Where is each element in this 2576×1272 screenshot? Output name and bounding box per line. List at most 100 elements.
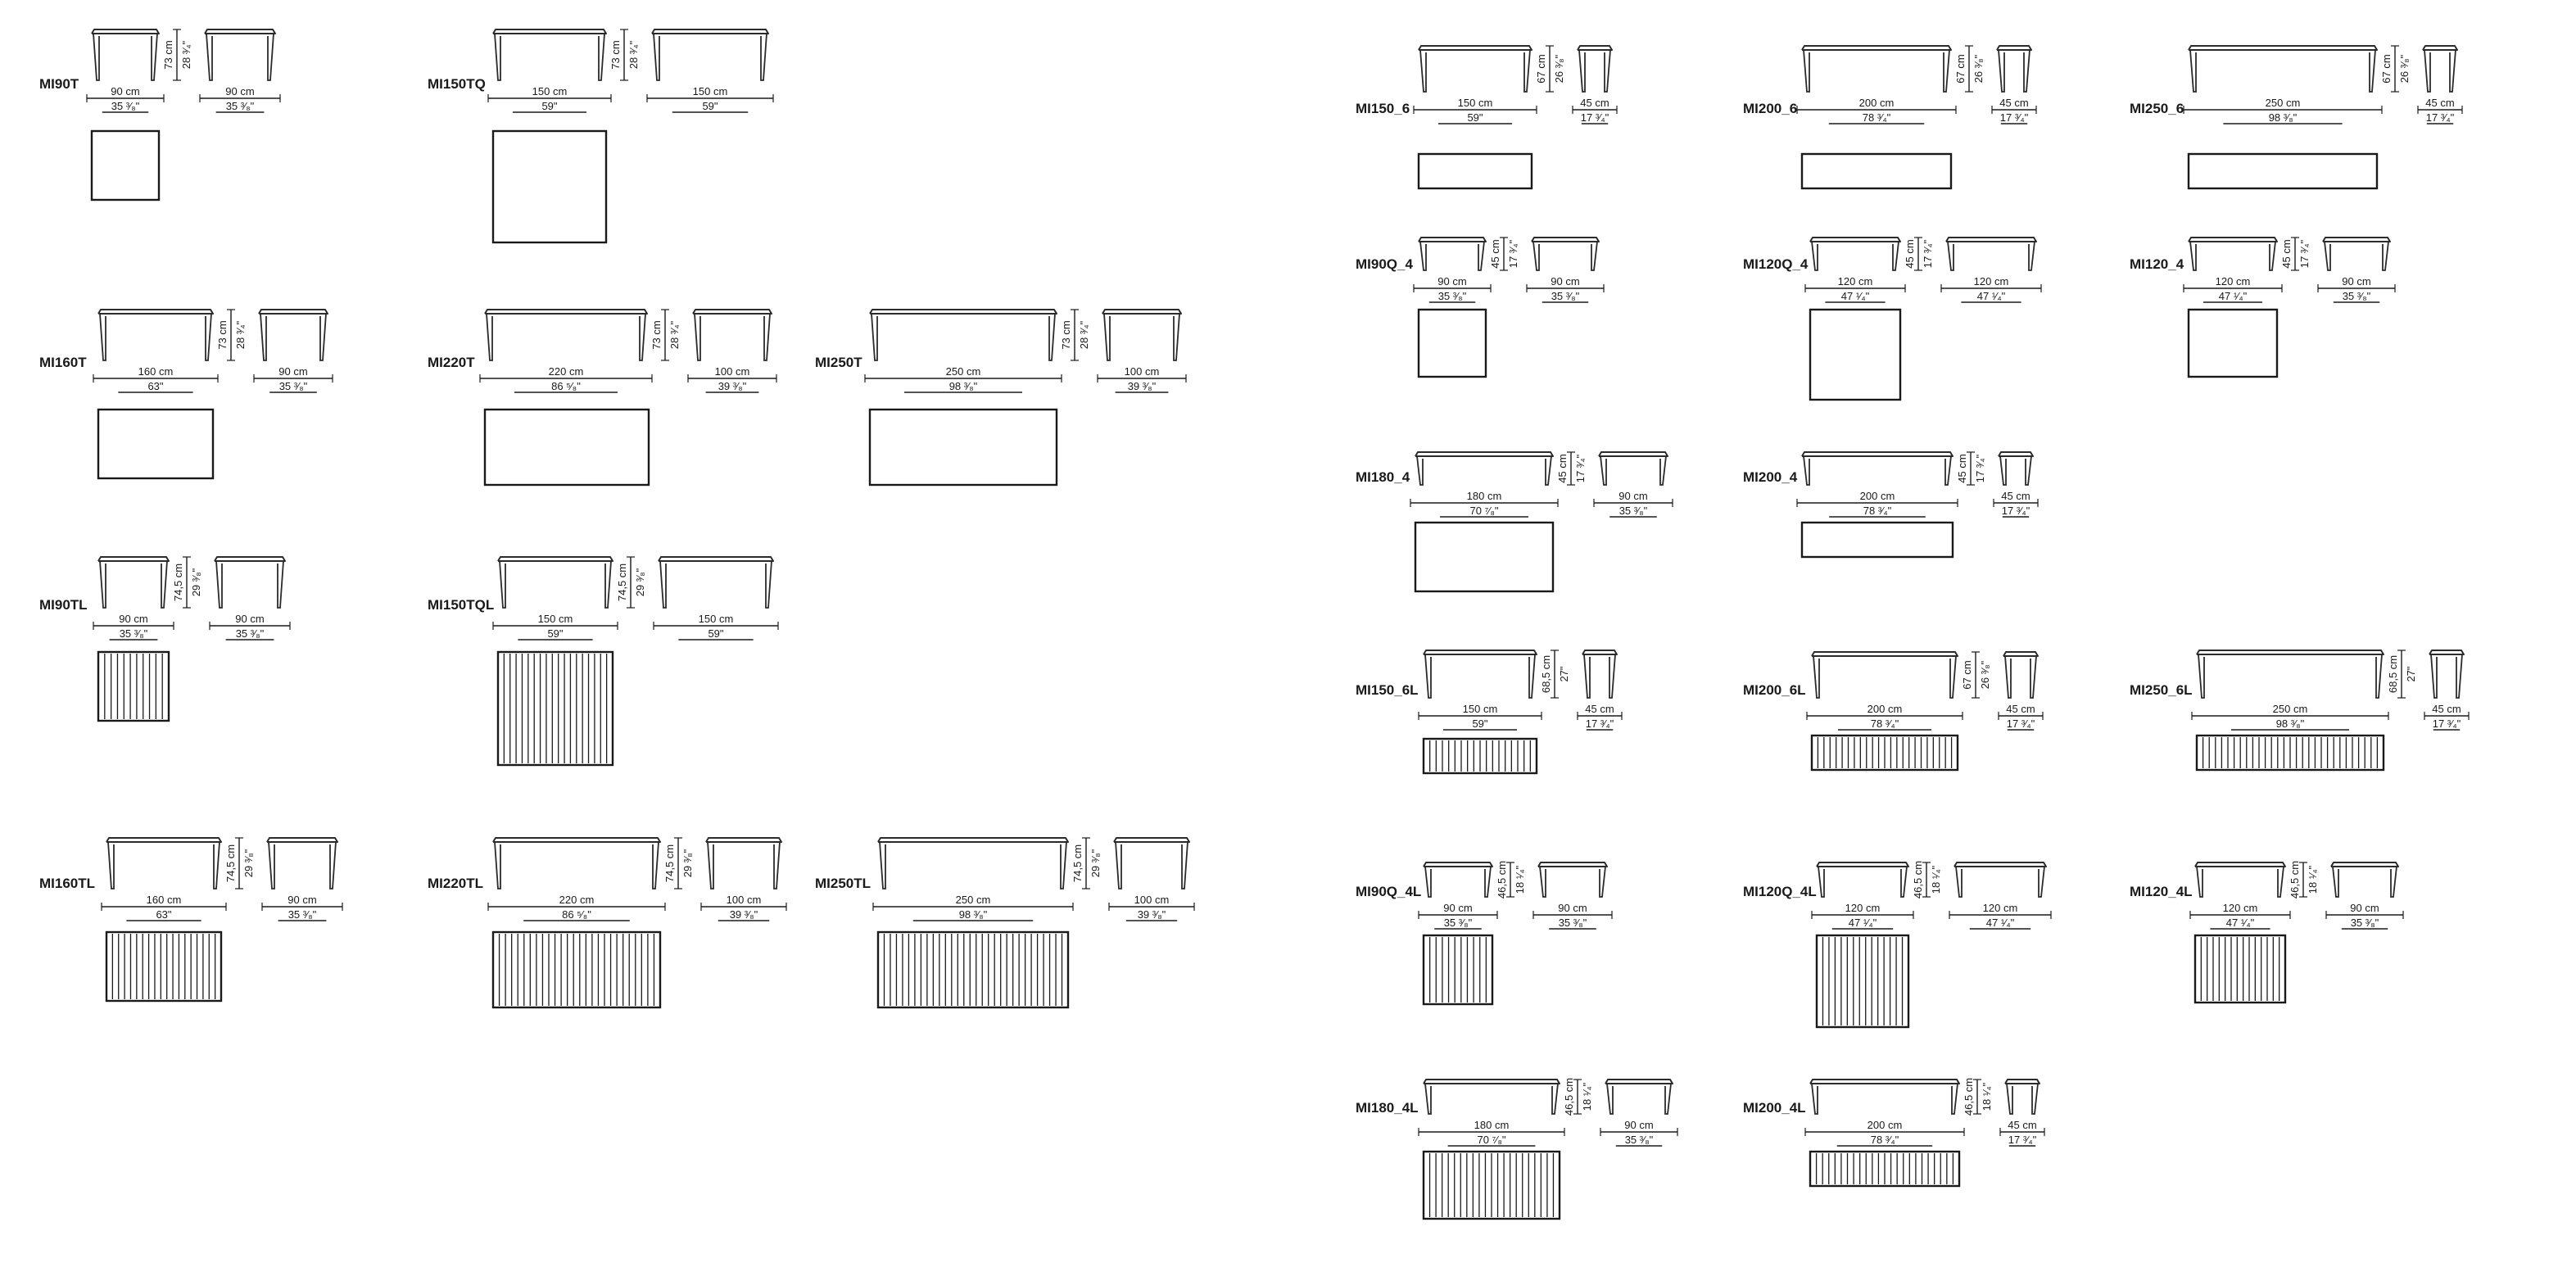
- depth-label: 90 cm: [1551, 275, 1579, 287]
- front-elevation: [2194, 862, 2286, 898]
- height-inch-label: 17 ³⁄₄": [2298, 239, 2311, 268]
- height-label: 45 cm: [1904, 239, 1916, 268]
- front-elevation: [2188, 237, 2278, 271]
- depth-label: 90 cm: [287, 894, 316, 906]
- depth-inch-label: 35 ³⁄₈": [2343, 290, 2371, 302]
- length-label: 120 cm: [2216, 275, 2251, 287]
- slatted-plan-view: [491, 930, 662, 1009]
- table-leg: [319, 313, 327, 361]
- length-inch-label: 78 ³⁄₄": [1871, 717, 1899, 730]
- length-inch-label: 35 ³⁄₈": [1444, 917, 1473, 929]
- length-inch-label: 35 ³⁄₈": [120, 627, 148, 640]
- table-top-edge: [1996, 45, 2032, 51]
- table-top-edge: [214, 556, 286, 562]
- table-leg: [494, 33, 501, 81]
- plan-outline: [105, 930, 223, 1003]
- table-leg: [2424, 49, 2431, 93]
- table-top-edge: [692, 309, 772, 315]
- model-code-label: MI200_4L: [1743, 1100, 1806, 1116]
- length-label: 250 cm: [946, 365, 981, 378]
- model-code-label: MI220TL: [428, 876, 483, 891]
- plan-view: [1809, 308, 1902, 401]
- side-elevation: [1582, 650, 1618, 699]
- length-inch-label: 35 ³⁄₈": [111, 100, 140, 112]
- side-elevation: [1102, 309, 1182, 361]
- height-label: 73 cm: [1060, 320, 1072, 349]
- model-code-label: MI150_6L: [1356, 682, 1419, 698]
- length-inch-label: 70 ⁷⁄₈": [1478, 1134, 1506, 1146]
- plan-outline: [1809, 308, 1902, 401]
- table-leg: [694, 313, 701, 361]
- length-label: 160 cm: [138, 365, 174, 378]
- table-leg: [1478, 241, 1485, 271]
- length-label: 220 cm: [559, 894, 595, 906]
- table-leg: [1528, 654, 1536, 699]
- model-code-label: MI180_4L: [1356, 1100, 1419, 1116]
- table-leg: [1811, 241, 1818, 271]
- table-leg: [267, 33, 274, 81]
- length-label: 180 cm: [1474, 1119, 1510, 1131]
- table-leg: [213, 841, 220, 889]
- side-elevation: [651, 29, 769, 81]
- table-leg: [1419, 241, 1427, 271]
- length-label: 90 cm: [119, 613, 147, 625]
- table-top-edge: [1423, 1079, 1560, 1084]
- model-code-label: MI120Q_4: [1743, 256, 1809, 272]
- length-inch-label: 59": [1472, 717, 1487, 730]
- plan-view: [1800, 521, 1954, 559]
- depth-label: 90 cm: [235, 613, 264, 625]
- slatted-plan-view: [876, 930, 1070, 1009]
- height-label: 74,5 cm: [172, 564, 184, 601]
- side-elevation: [1996, 45, 2032, 93]
- table-leg: [1900, 866, 1908, 898]
- side-elevation: [1577, 45, 1613, 93]
- table-leg: [2324, 241, 2331, 271]
- table-leg: [2006, 1083, 2013, 1115]
- table-leg: [604, 560, 612, 609]
- table-top-edge: [2188, 45, 2378, 51]
- table-top-edge: [877, 837, 1069, 843]
- length-label: 200 cm: [1867, 1119, 1903, 1131]
- height-inch-label: 17 ³⁄₄": [1574, 454, 1587, 482]
- slatted-plan-view: [2195, 734, 2385, 772]
- height-label: 67 cm: [1954, 54, 1967, 83]
- table-top-edge: [658, 556, 774, 562]
- model-code-label: MI150TQL: [428, 597, 494, 613]
- length-inch-label: 59": [541, 100, 557, 112]
- model-code-label: MI250_6: [2130, 101, 2184, 116]
- table-top-edge: [1582, 650, 1618, 655]
- depth-label: 90 cm: [1624, 1119, 1653, 1131]
- table-leg: [1949, 655, 1957, 699]
- table-leg: [1818, 866, 1825, 898]
- front-elevation: [869, 309, 1057, 361]
- side-elevation: [692, 309, 772, 361]
- depth-inch-label: 59": [702, 100, 718, 112]
- height-label: 74,5 cm: [616, 564, 628, 601]
- plan-outline: [496, 650, 614, 767]
- length-inch-label: 70 ⁷⁄₈": [1470, 505, 1499, 517]
- model-code-label: MI250_6L: [2130, 682, 2193, 698]
- length-inch-label: 63": [156, 908, 171, 921]
- depth-inch-label: 17 ³⁄₄": [1581, 111, 1609, 124]
- length-label: 150 cm: [538, 613, 573, 625]
- depth-label: 90 cm: [1558, 902, 1587, 914]
- plan-outline: [868, 408, 1058, 487]
- height-inch-label: 26 ³⁄₈": [2398, 54, 2411, 83]
- table-leg: [1103, 313, 1111, 361]
- height-label: 46,5 cm: [2289, 861, 2301, 899]
- length-label: 250 cm: [2273, 703, 2308, 715]
- front-elevation: [1809, 237, 1901, 271]
- plan-view: [90, 129, 161, 201]
- side-elevation: [1954, 862, 2047, 898]
- plan-view: [1800, 152, 1953, 190]
- table-leg: [2269, 241, 2276, 271]
- front-elevation: [97, 556, 170, 609]
- table-top-edge: [97, 556, 170, 562]
- table-top-edge: [492, 837, 661, 843]
- side-elevation: [266, 837, 338, 889]
